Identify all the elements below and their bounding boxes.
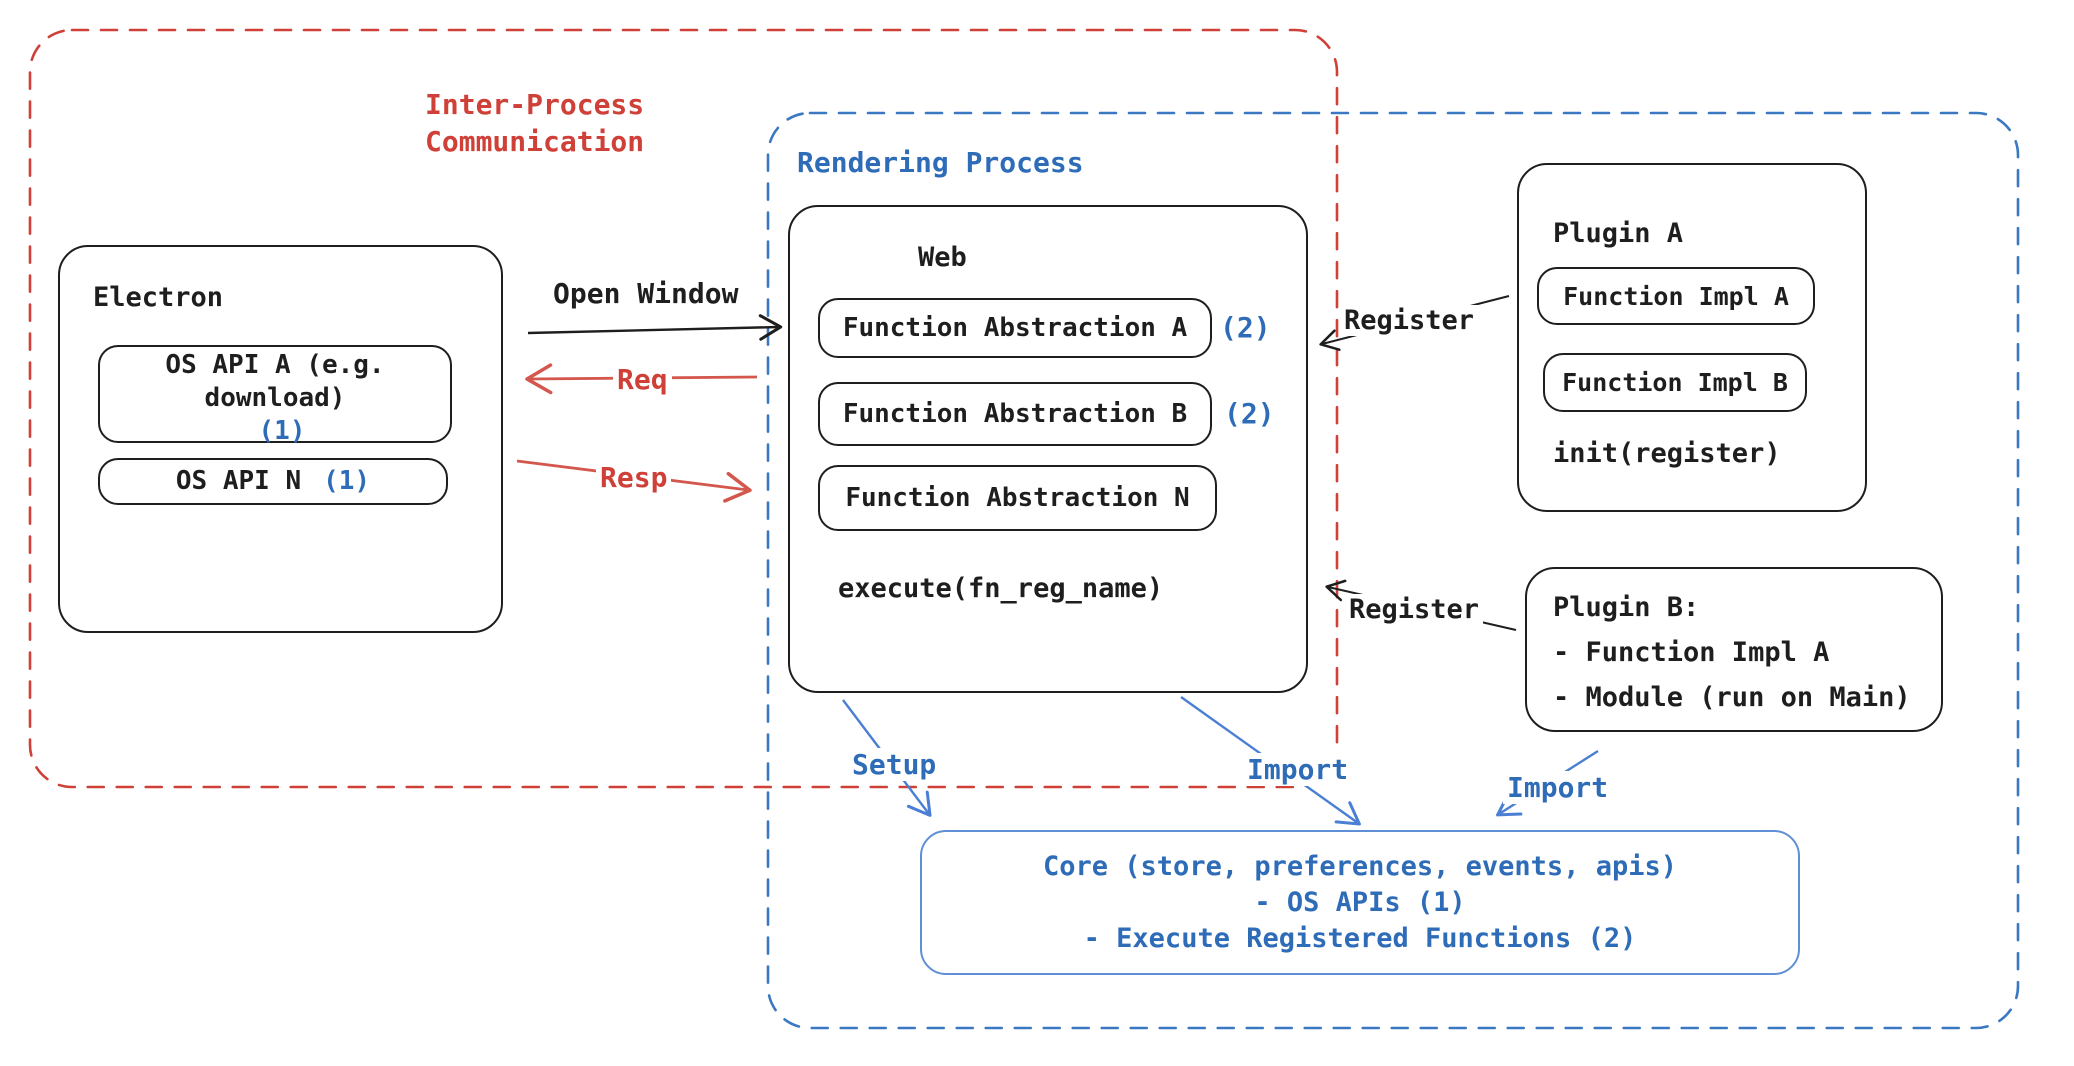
os-api-a-label: OS API A (e.g. download) bbox=[165, 350, 385, 413]
plugin-a-title: Plugin A bbox=[1553, 218, 1684, 249]
function-abstraction-b-badge: (2) bbox=[1224, 397, 1275, 430]
core-node: Core (store, preferences, events, apis) … bbox=[920, 830, 1800, 975]
function-impl-b-box: Function Impl B bbox=[1543, 353, 1807, 412]
plugin-a-init-text: init(register) bbox=[1553, 438, 1781, 469]
function-abstraction-a-label: Function Abstraction A bbox=[842, 312, 1188, 343]
open-window-label: Open Window bbox=[553, 277, 739, 310]
open-window-arrow bbox=[527, 314, 783, 341]
core-line-3: - Execute Registered Functions (2) bbox=[1083, 922, 1637, 954]
os-api-a-badge: (1) bbox=[258, 416, 306, 446]
core-line-2: - OS APIs (1) bbox=[1254, 886, 1466, 918]
function-impl-a-box: Function Impl A bbox=[1537, 267, 1815, 325]
function-abstraction-n-label: Function Abstraction N bbox=[845, 482, 1190, 513]
os-api-n-label: OS API N bbox=[175, 466, 302, 496]
os-api-n-box: OS API N (1) bbox=[98, 458, 448, 505]
ipc-region-frame bbox=[28, 28, 1339, 789]
plugin-b-item-2: - Module (run on Main) bbox=[1553, 682, 1911, 713]
web-execute-text: execute(fn_reg_name) bbox=[838, 573, 1164, 604]
electron-title: Electron bbox=[93, 282, 224, 313]
function-impl-b-label: Function Impl B bbox=[1562, 368, 1788, 397]
resp-label: Resp bbox=[596, 461, 672, 494]
function-impl-a-label: Function Impl A bbox=[1563, 281, 1789, 311]
web-node bbox=[788, 205, 1308, 693]
function-abstraction-b-label: Function Abstraction B bbox=[842, 398, 1188, 429]
plugin-b-title: Plugin B: bbox=[1553, 592, 1700, 623]
import-web-label: Import bbox=[1243, 753, 1353, 786]
import-plugin-label: Import bbox=[1503, 771, 1613, 804]
function-abstraction-a-badge: (2) bbox=[1220, 311, 1271, 344]
register-a-label: Register bbox=[1340, 305, 1479, 336]
web-title: Web bbox=[918, 242, 967, 273]
os-api-n-badge: (1) bbox=[323, 466, 371, 496]
function-abstraction-n-box: Function Abstraction N bbox=[818, 465, 1217, 531]
register-b-label: Register bbox=[1345, 594, 1484, 625]
plugin-b-text: Plugin B: - Function Impl A - Module (run … bbox=[1553, 585, 1911, 720]
setup-label: Setup bbox=[848, 748, 941, 781]
function-abstraction-a-box: Function Abstraction A bbox=[818, 298, 1212, 358]
plugin-b-node bbox=[1525, 567, 1943, 732]
rendering-region-frame bbox=[766, 111, 2020, 1030]
core-line-1: Core (store, preferences, events, apis) bbox=[1043, 850, 1677, 882]
os-api-a-box: OS API A (e.g. download) (1) bbox=[98, 345, 452, 446]
rendering-region-label: Rendering Process bbox=[797, 146, 1084, 179]
plugin-b-item-1: - Function Impl A bbox=[1553, 637, 1830, 668]
function-abstraction-b-box: Function Abstraction B bbox=[818, 382, 1212, 446]
req-label: Req bbox=[613, 363, 672, 396]
plugin-a-node bbox=[1517, 163, 1867, 512]
